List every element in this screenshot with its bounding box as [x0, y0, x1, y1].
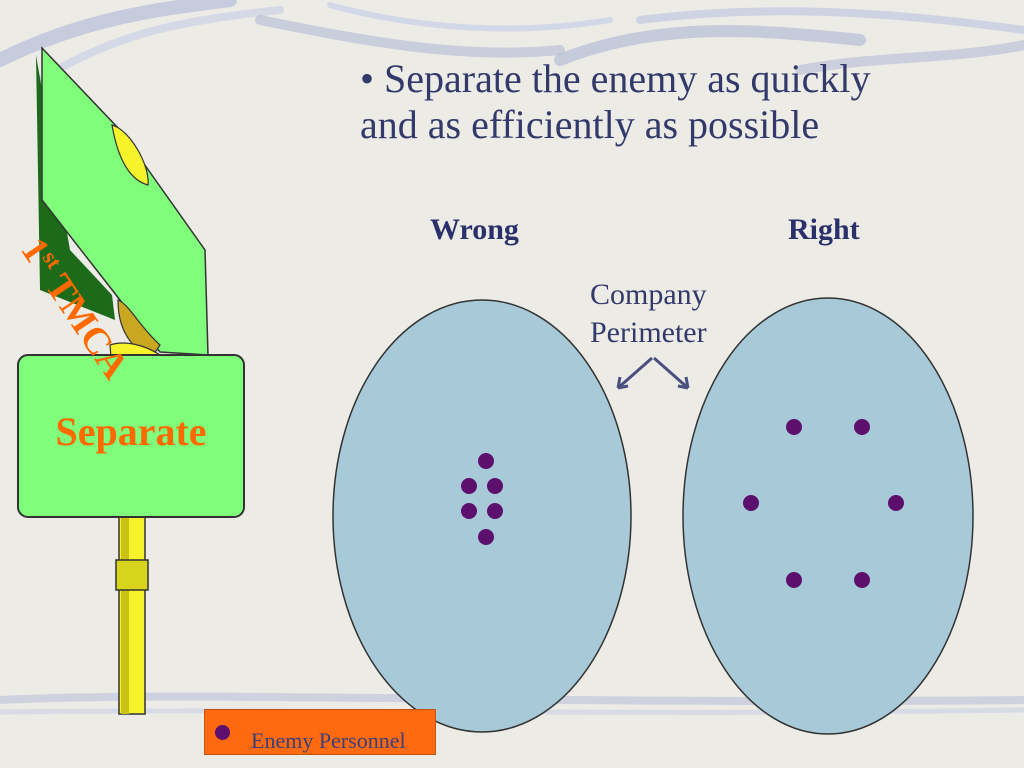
enemy-dot	[478, 529, 494, 545]
sign-box	[17, 354, 245, 518]
enemy-dot	[854, 572, 870, 588]
enemy-dot	[478, 453, 494, 469]
bullet-line-2: and as efficiently as possible	[360, 102, 820, 147]
enemy-dot	[786, 419, 802, 435]
company-perimeter-label: Company Perimeter	[590, 276, 707, 352]
sign-graphic	[17, 46, 245, 715]
enemy-dot	[487, 503, 503, 519]
flag-shape	[41, 46, 209, 356]
legend: Enemy Personnel	[204, 709, 436, 755]
enemy-dot	[888, 495, 904, 511]
enemy-dot	[786, 572, 802, 588]
perimeter-line-1: Company	[590, 278, 707, 311]
enemy-dot	[487, 478, 503, 494]
legend-label: Enemy Personnel	[251, 728, 406, 753]
enemy-dot	[461, 478, 477, 494]
wrong-perimeter-ellipse	[332, 299, 632, 733]
sign-title: Separate	[55, 409, 207, 454]
perimeter-arrows	[616, 356, 690, 390]
enemy-dot	[461, 503, 477, 519]
bullet-line-1: • Separate the enemy as quickly	[360, 56, 871, 101]
wrong-enemy-dots	[461, 453, 503, 545]
right-perimeter-ellipse	[682, 297, 974, 735]
legend-dot-icon	[215, 725, 230, 740]
perimeter-line-2: Perimeter	[590, 316, 707, 349]
wrong-label: Wrong	[430, 213, 519, 246]
right-enemy-dots	[743, 419, 904, 588]
enemy-dot	[743, 495, 759, 511]
right-label: Right	[788, 213, 860, 246]
bullet-text: • Separate the enemy as quickly and as e…	[360, 56, 980, 148]
enemy-dot	[854, 419, 870, 435]
